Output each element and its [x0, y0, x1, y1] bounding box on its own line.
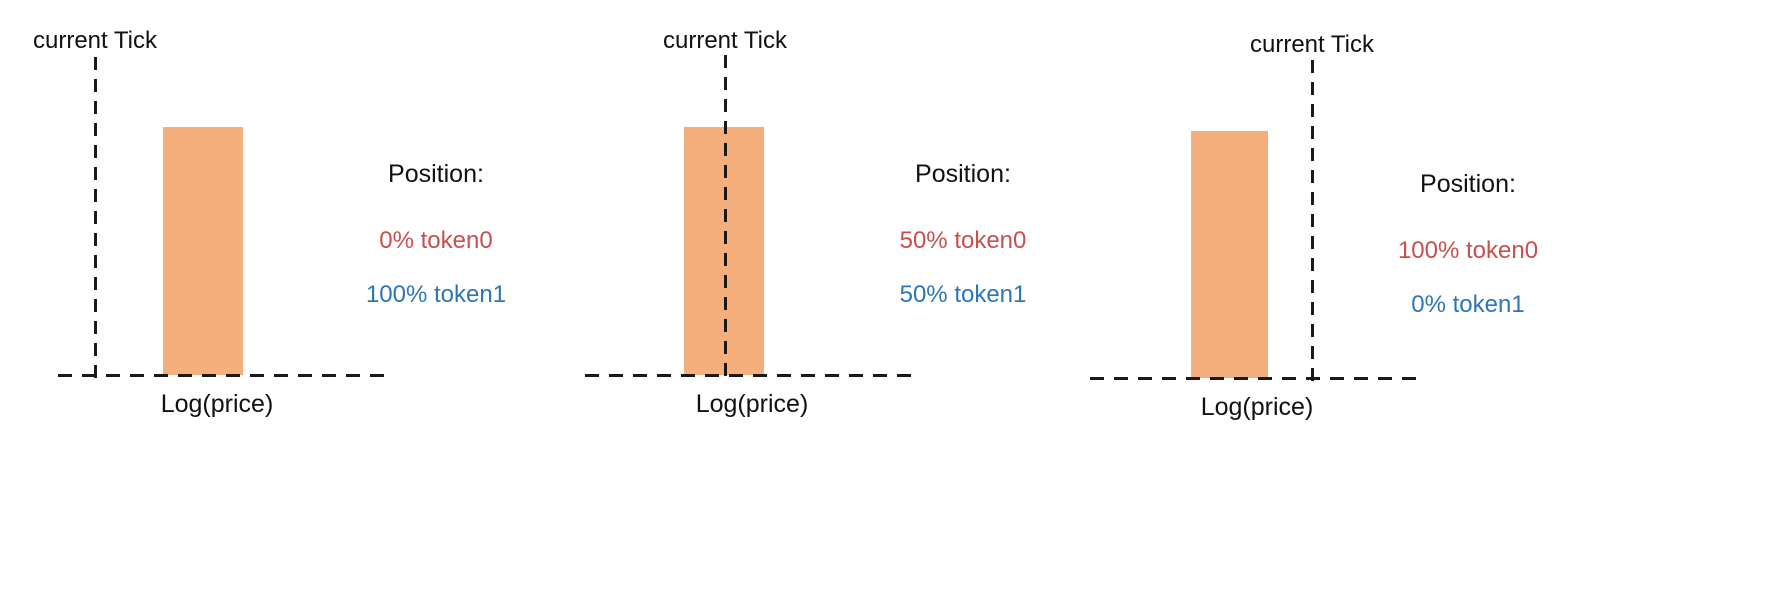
- current-tick-line: [1311, 60, 1314, 381]
- axis-label: Log(price): [695, 390, 809, 418]
- liquidity-range-bar: [1191, 131, 1268, 378]
- position-heading: Position:: [388, 160, 484, 188]
- token0-share: 100% token0: [1397, 237, 1539, 264]
- position-block: Position: 50% token0 50% token1: [853, 160, 1073, 309]
- token1-share: 100% token1: [365, 281, 507, 308]
- panel-tick-left-of-range: current Tick Log(price) Position: 0% tok…: [0, 0, 590, 600]
- price-axis-line: [585, 374, 912, 377]
- token0-share: 0% token0: [379, 227, 493, 254]
- axis-label: Log(price): [160, 390, 274, 418]
- token0-share: 50% token0: [899, 227, 1027, 254]
- current-tick-label: current Tick: [32, 27, 158, 54]
- price-axis-line: [58, 374, 390, 377]
- current-tick-line: [94, 57, 97, 378]
- price-axis-line: [1090, 377, 1422, 380]
- panel-tick-right-of-range: current Tick Log(price) Position: 100% t…: [1090, 0, 1680, 600]
- axis-label: Log(price): [1200, 393, 1314, 421]
- current-tick-label: current Tick: [662, 27, 788, 54]
- liquidity-range-bar: [163, 127, 243, 375]
- panel-tick-inside-range: current Tick Log(price) Position: 50% to…: [585, 0, 1175, 600]
- token1-share: 50% token1: [899, 281, 1027, 308]
- position-heading: Position:: [915, 160, 1011, 188]
- current-tick-label: current Tick: [1249, 31, 1375, 58]
- position-block: Position: 100% token0 0% token1: [1358, 170, 1578, 319]
- position-heading: Position:: [1420, 170, 1516, 198]
- position-block: Position: 0% token0 100% token1: [326, 160, 546, 309]
- current-tick-line: [724, 55, 727, 378]
- token1-share: 0% token1: [1411, 291, 1525, 318]
